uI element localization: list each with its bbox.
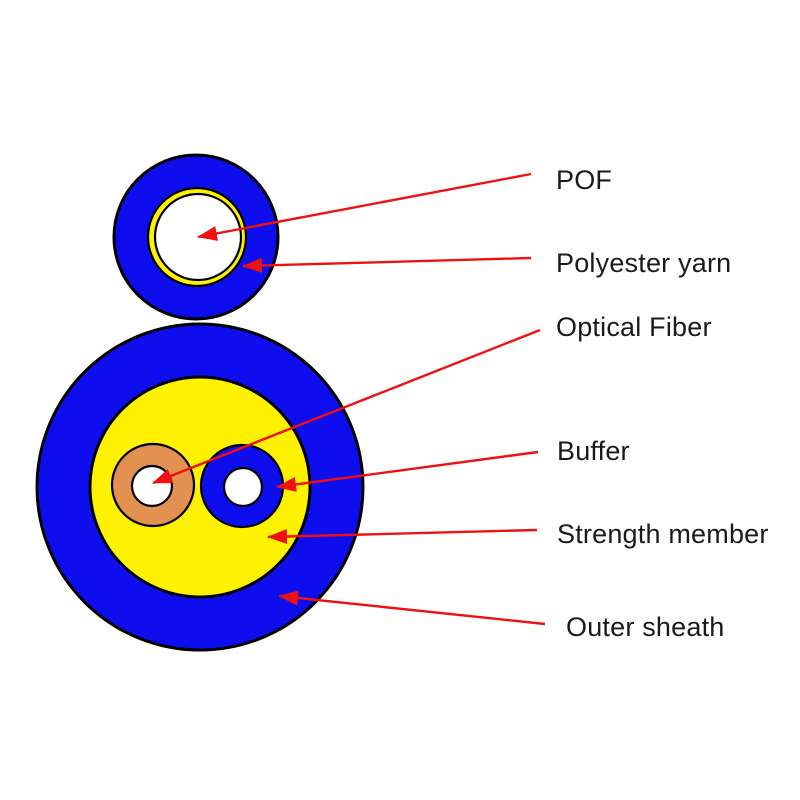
optical-fiber-core-left-circle xyxy=(130,464,174,508)
polyester-yarn-arrow xyxy=(242,256,532,273)
label-polyester-yarn: Polyester yarn xyxy=(556,248,732,278)
label-strength-member: Strength member xyxy=(557,519,769,549)
fiber-cable-group xyxy=(35,322,365,652)
label-optical-fiber: Optical Fiber xyxy=(556,312,712,342)
optical-fiber-arrow xyxy=(152,328,541,485)
label-buffer: Buffer xyxy=(557,436,630,466)
strength-member-arrow xyxy=(267,528,538,545)
label-outer-sheath: Outer sheath xyxy=(566,612,725,642)
pof-arrow xyxy=(197,172,532,241)
callout-arrows-group xyxy=(152,172,546,626)
outer-sheath-arrow xyxy=(278,590,546,626)
label-pof: POF xyxy=(556,165,613,195)
buffer-arrow xyxy=(276,450,539,492)
optical-fiber-core-right-circle xyxy=(222,466,264,508)
pof-cable-group xyxy=(112,153,280,321)
